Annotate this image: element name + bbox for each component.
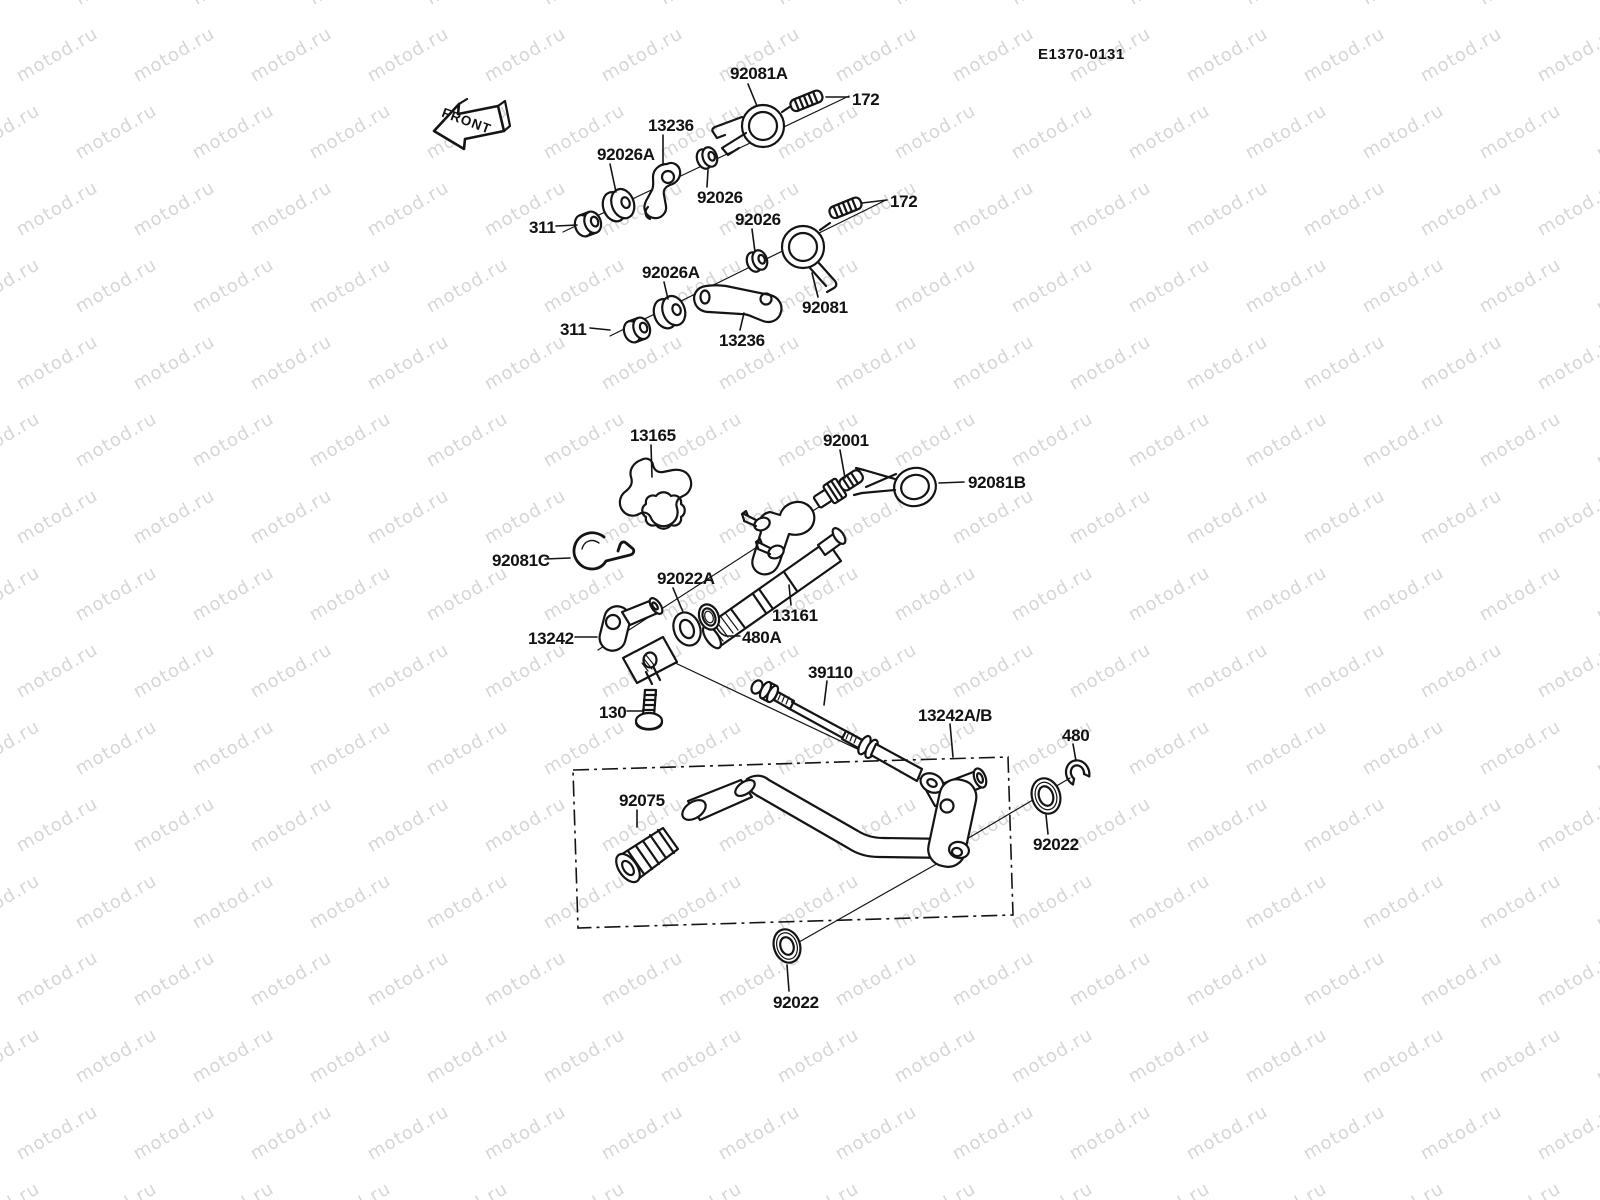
part-label-13242: 13242 xyxy=(528,629,574,648)
part-label-92022-right: 92022 xyxy=(1033,835,1079,854)
washer-92022-bottom-drawing xyxy=(769,926,804,966)
part-label-39110: 39110 xyxy=(808,663,853,682)
part-label-172-top: 172 xyxy=(852,90,880,109)
part-label-13242AB: 13242A/B xyxy=(918,706,993,725)
part-label-13236-mid: 13236 xyxy=(719,331,765,350)
part-label-311-mid: 311 xyxy=(560,320,587,339)
washer-92026-mid-drawing xyxy=(744,248,770,274)
part-label-92026A-top: 92026A xyxy=(597,145,655,164)
shift-arm-clevis-drawing xyxy=(742,502,848,574)
part-label-13161: 13161 xyxy=(772,606,818,625)
nut-311-mid-drawing xyxy=(621,315,653,345)
washer-480A-drawing xyxy=(695,601,722,632)
spring-92081A-drawing xyxy=(712,105,791,155)
washer-92026A-mid-drawing xyxy=(650,293,689,332)
part-label-92081: 92081 xyxy=(802,298,848,317)
leader-lines xyxy=(545,84,1076,991)
part-label-92081C: 92081C xyxy=(492,551,550,570)
bolt-172-top-drawing xyxy=(789,89,824,112)
bolt-92001-drawing xyxy=(811,465,867,511)
circlip-480-drawing xyxy=(1062,757,1091,786)
part-label-13236-top: 13236 xyxy=(648,116,694,135)
washer-92026A-top-drawing xyxy=(599,186,638,225)
part-label-480: 480 xyxy=(1062,726,1090,745)
spring-92081B-drawing xyxy=(854,463,940,511)
clamp-13242-drawing xyxy=(597,596,677,684)
part-label-311-top: 311 xyxy=(529,218,556,237)
part-label-92022-bottom: 92022 xyxy=(773,993,819,1012)
drawing-code: E1370-0131 xyxy=(1038,46,1125,63)
front-arrow xyxy=(434,99,510,149)
part-label-92075: 92075 xyxy=(619,791,665,810)
bolt-130-drawing xyxy=(636,690,662,730)
bolt-172-mid-drawing xyxy=(828,196,863,219)
part-label-92022A: 92022A xyxy=(657,569,715,588)
lever-13236-mid-drawing xyxy=(694,285,781,322)
part-label-92026A-mid: 92026A xyxy=(642,263,700,282)
part-label-92026-mid: 92026 xyxy=(735,210,781,229)
rod-39110-drawing xyxy=(749,678,922,781)
lever-13236-top-drawing xyxy=(644,163,680,219)
nut-311-top-drawing xyxy=(572,209,604,239)
part-label-92081A: 92081A xyxy=(730,64,788,83)
washer-92026-top-drawing xyxy=(694,145,720,171)
clip-92081C-drawing xyxy=(574,533,634,569)
spring-92081-drawing xyxy=(782,223,836,292)
washer-92022A-drawing xyxy=(669,608,706,649)
part-label-172-mid: 172 xyxy=(890,192,918,211)
pedal-lever-drawing xyxy=(679,776,952,858)
part-label-92081B: 92081B xyxy=(968,473,1026,492)
part-label-13165: 13165 xyxy=(630,426,676,445)
plate-13165-drawing xyxy=(620,459,691,529)
part-label-480A: 480A xyxy=(742,628,782,647)
part-label-92001: 92001 xyxy=(823,431,869,450)
washer-92022-right-drawing xyxy=(1027,775,1065,818)
pedal-rubber-92075-drawing xyxy=(611,828,678,886)
part-label-92026-top: 92026 xyxy=(697,188,743,207)
part-label-130: 130 xyxy=(599,703,627,722)
pedal-link-plate-drawing xyxy=(925,776,979,870)
pedal-assembly-box xyxy=(573,757,1013,928)
